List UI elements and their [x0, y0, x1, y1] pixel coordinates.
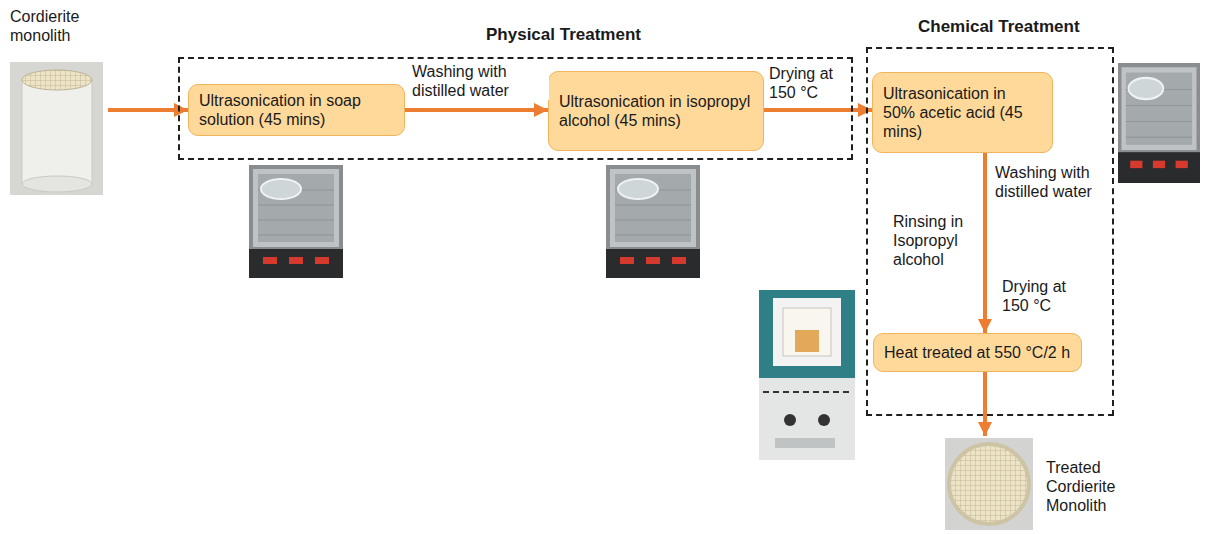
furnace-photo	[783, 308, 831, 356]
furnace-photo	[759, 378, 855, 460]
ultrasonicator-photo	[1118, 63, 1200, 183]
group-heading: Chemical Treatment	[918, 17, 1080, 36]
furnace-photo	[763, 391, 851, 393]
process-box: Ultrasonication in isopropyl alcohol (45…	[548, 71, 764, 151]
ultrasonicator-photo	[606, 165, 700, 278]
process-arrow	[405, 108, 548, 112]
ultrasonicator-photo	[606, 165, 700, 278]
furnace-photo	[775, 438, 835, 448]
process-arrow	[108, 108, 188, 112]
ultrasonicator-photo	[249, 165, 343, 278]
treated-monolith-photo	[945, 438, 1033, 530]
step-condition: Drying at 150 °C	[767, 64, 851, 102]
photo-node: Cordierite monolith	[8, 5, 108, 197]
process-arrow	[983, 153, 987, 333]
raw-monolith-photo	[10, 62, 103, 195]
process-box: Ultrasonication in soap solution (45 min…	[188, 84, 405, 136]
furnace-photo	[773, 298, 841, 366]
step-condition: Washing with distilled water	[410, 62, 549, 100]
furnace-photo	[759, 290, 855, 378]
photo-caption: Treated Cordierite Monolith	[1046, 458, 1141, 515]
step-condition: Washing with distilled water	[993, 163, 1109, 201]
photo-caption: Cordierite monolith	[10, 7, 106, 45]
ultrasonicator-photo	[249, 165, 343, 278]
ultrasonicator-photo	[1118, 63, 1200, 183]
raw-monolith-photo	[22, 70, 92, 90]
furnace-photo	[784, 414, 796, 426]
furnace-photo	[818, 414, 830, 426]
process-box: Heat treated at 550 °C/2 h	[873, 333, 1082, 372]
furnace-photo	[759, 290, 855, 460]
raw-monolith-photo	[22, 176, 92, 192]
process-arrow	[983, 372, 987, 436]
process-arrow	[764, 108, 872, 112]
step-text: Ultrasonication in soap solution (45 min…	[199, 91, 394, 129]
step-text: Ultrasonication in 50% acetic acid (45 m…	[883, 84, 1042, 141]
group-heading: Physical Treatment	[486, 25, 641, 44]
process-box: Ultrasonication in 50% acetic acid (45 m…	[872, 72, 1053, 153]
raw-monolith-photo	[10, 62, 103, 195]
treated-monolith-photo	[945, 438, 1033, 530]
treated-monolith-photo	[949, 444, 1029, 524]
step-text: Heat treated at 550 °C/2 h	[884, 343, 1070, 362]
step-text: Ultrasonication in isopropyl alcohol (45…	[559, 92, 753, 130]
raw-monolith-photo	[22, 80, 92, 184]
step-note: Drying at 150 °C	[1000, 277, 1084, 315]
photo-node: Treated Cordierite Monolith	[943, 436, 1193, 530]
step-note: Rinsing in Isopropyl alcohol	[891, 212, 977, 269]
furnace-photo	[795, 330, 819, 352]
